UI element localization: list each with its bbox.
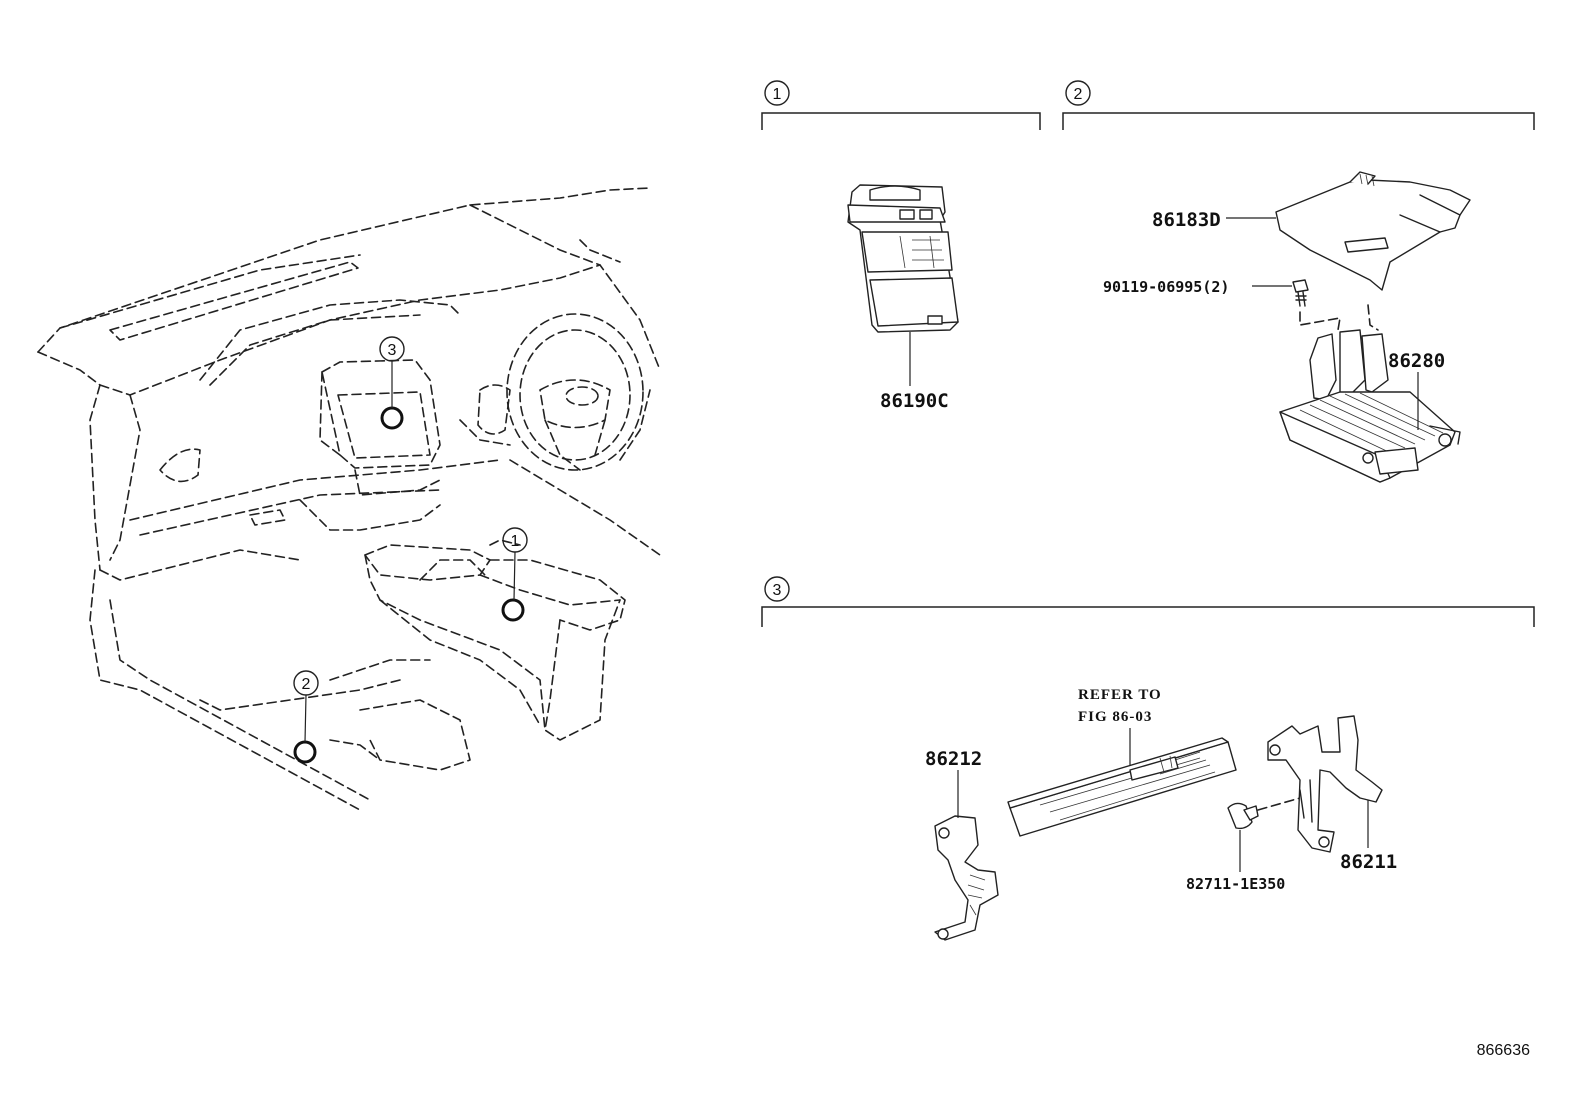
group-2: 2 86183D 90119-06995(2) (1062, 80, 1535, 483)
location-marker-3 (380, 406, 404, 430)
callout-number-1: 1 (511, 533, 520, 550)
part-90119-bolt (1292, 279, 1309, 307)
location-marker-2 (293, 740, 317, 764)
reference-note-line-1: REFER TO (1078, 687, 1162, 703)
display-unit (1007, 737, 1237, 837)
group-1-bracket (761, 112, 1041, 130)
location-marker-1 (501, 598, 525, 622)
callout-number-3: 3 (388, 342, 397, 359)
part-label-86183d: 86183D (1152, 209, 1221, 231)
group-2-circle (1065, 80, 1091, 106)
dashboard-overview (37, 187, 661, 811)
group-2-number: 2 (1074, 86, 1083, 103)
group-3: 3 REFER TO FIG 86-03 86212 82711- (761, 576, 1535, 941)
group-1-number: 1 (773, 86, 782, 103)
part-label-90119-06995: 90119-06995(2) (1103, 278, 1229, 296)
figure-number: 866636 (1477, 1042, 1530, 1059)
reference-note-line-2: FIG 86-03 (1078, 709, 1152, 725)
group-3-bracket (761, 606, 1535, 627)
part-86212-bracket (934, 815, 999, 941)
location-markers: 3 1 2 (293, 336, 528, 764)
group-3-circle (764, 576, 790, 602)
part-86190c-switch (847, 184, 959, 333)
part-86183d-cover (1275, 171, 1471, 291)
part-86211-bracket (1267, 715, 1383, 853)
part-label-82711-1e350: 82711-1E350 (1186, 875, 1285, 893)
part-82711-clip (1227, 802, 1259, 830)
part-label-86280: 86280 (1388, 350, 1445, 372)
group-1: 1 86190C (761, 80, 1041, 412)
callout-number-2: 2 (302, 676, 311, 693)
group-2-bracket (1062, 112, 1535, 130)
group-3-number: 3 (773, 582, 782, 599)
part-label-86211: 86211 (1340, 851, 1397, 873)
group-1-circle (764, 80, 790, 106)
part-label-86190c: 86190C (880, 390, 949, 412)
part-86280-module (1279, 329, 1461, 483)
part-label-86212: 86212 (925, 748, 982, 770)
